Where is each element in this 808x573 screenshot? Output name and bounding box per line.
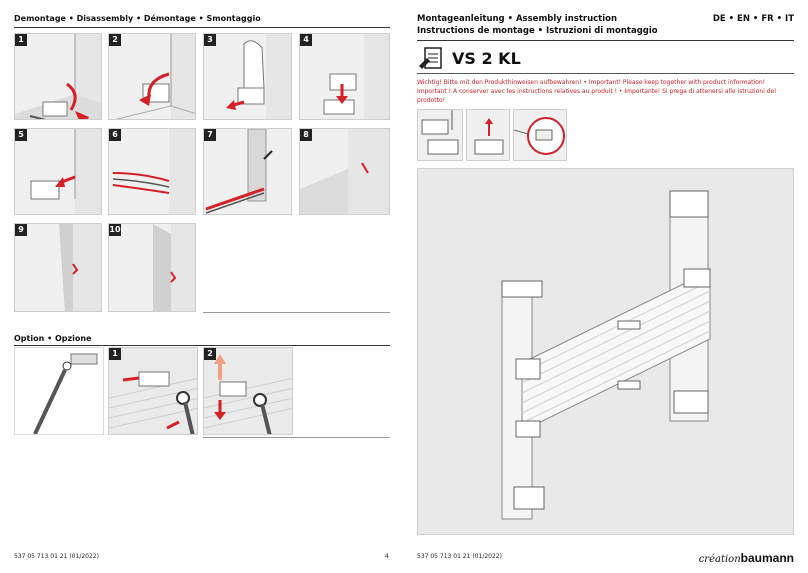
step-illustration — [15, 34, 101, 119]
step-number: 4 — [300, 34, 312, 46]
step-illustration — [112, 129, 195, 214]
right-footer-code: 537 05 713 01 21 (01/2022) — [417, 553, 502, 560]
option-heading: Option • Opzione — [14, 334, 92, 343]
left-page-number: 4 — [385, 553, 389, 560]
step-number: 6 — [109, 129, 121, 141]
option-end-rule — [203, 437, 390, 438]
step-panel-10: 10 — [108, 223, 196, 312]
step-panel-6: 6 — [108, 128, 196, 215]
option-crank-illustration — [33, 353, 98, 434]
step-panel-1: 1 — [14, 33, 102, 120]
step-illustration — [323, 34, 389, 119]
step-illustration — [109, 371, 197, 434]
option-overview-panel — [14, 347, 104, 435]
step-number: 5 — [15, 129, 27, 141]
step-panel-8: 8 — [299, 128, 390, 215]
step-number: 1 — [15, 34, 27, 46]
language-list: DE • EN • FR • IT — [712, 14, 794, 24]
info-illustration — [474, 118, 504, 155]
step-panel-3: 3 — [203, 33, 292, 120]
left-footer-code: 537 05 713 01 21 (01/2022) — [14, 553, 99, 560]
brand-logo: créationbaumann — [699, 547, 794, 566]
step-illustration — [205, 129, 273, 214]
info-panel-1 — [417, 109, 463, 161]
heading-rule — [14, 27, 390, 28]
step-illustration — [153, 224, 195, 311]
info-illustration — [514, 117, 565, 155]
option-step-panel-1: 1 — [108, 347, 198, 435]
step-panel-7: 7 — [203, 128, 292, 215]
step-illustration — [226, 34, 291, 119]
title-line-2: Instructions de montage • Istruzioni di … — [417, 26, 658, 36]
step-illustration — [300, 129, 389, 214]
disassembly-heading: Demontage • Disassembly • Démontage • Sm… — [14, 14, 261, 23]
product-rule — [417, 73, 794, 74]
blind-illustration — [501, 190, 711, 520]
product-name: VS 2 KL — [452, 49, 521, 68]
title-line-1: Montageanleitung • Assembly instruction — [417, 14, 618, 24]
step-number: 2 — [109, 34, 121, 46]
step-illustration — [59, 224, 101, 311]
info-illustration — [421, 110, 459, 155]
step-illustration — [115, 34, 195, 119]
step-number: 10 — [109, 224, 121, 236]
info-panel-3 — [513, 109, 567, 161]
step-number: 8 — [300, 129, 312, 141]
grid-end-rule — [203, 312, 390, 313]
brand-name: baumann — [740, 551, 794, 565]
step-panel-2: 2 — [108, 33, 196, 120]
title-rule — [417, 40, 794, 41]
warning-line-2: Important ! A conserver avec les instruc… — [417, 88, 776, 104]
step-illustration — [204, 354, 292, 434]
step-panel-4: 4 — [299, 33, 390, 120]
brand-script: création — [698, 554, 741, 565]
option-step-panel-2: 2 — [203, 347, 293, 435]
info-panel-2 — [466, 109, 510, 161]
step-number: 2 — [204, 348, 216, 360]
step-panel-5: 5 — [14, 128, 102, 215]
product-drawing — [417, 168, 794, 535]
step-number: 9 — [15, 224, 27, 236]
option-rule — [14, 345, 390, 346]
step-number: 7 — [204, 129, 216, 141]
step-illustration — [30, 129, 101, 214]
warning-line-1: Wichtig! Bitte mit den Produkthinweisen … — [417, 79, 766, 86]
step-panel-9: 9 — [14, 223, 102, 312]
manual-icon — [417, 46, 447, 72]
step-number: 3 — [204, 34, 216, 46]
step-number: 1 — [109, 348, 121, 360]
